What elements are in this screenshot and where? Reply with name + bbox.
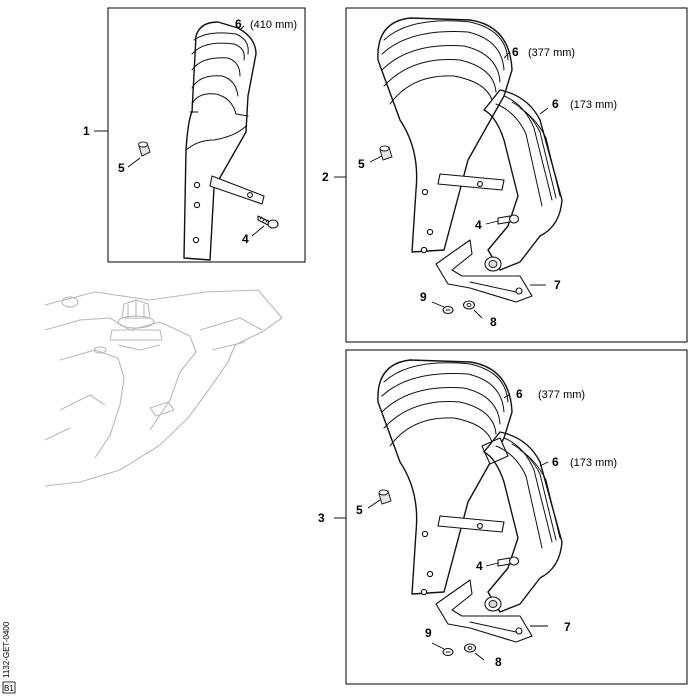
leader-cover [539,461,549,467]
box-2: 2 [322,7,688,343]
handlebar-377 [377,359,513,596]
bracket-part [435,579,533,643]
leader-washer [473,309,483,319]
corner-mark-box [2,681,16,694]
label-screw: 4 [242,232,249,246]
box-3-number: 3 [318,511,325,525]
cover-sleeve [483,431,563,613]
box-1-frame [107,7,306,263]
box-2-number: 2 [322,170,329,184]
label-cover-dimension: (173 mm) [570,99,617,111]
leader-screw [485,562,499,567]
label-cover: 6 [552,455,559,469]
handlebar-377 [377,17,513,254]
label-handle: 6 [235,17,242,31]
chainsaw-housing-sketch [44,289,283,487]
box-3-frame [345,349,688,685]
label-bracket: 7 [554,278,561,292]
bush-part [138,141,151,157]
bush-part [378,489,392,505]
leader-bush [367,499,381,509]
label-cover-dimension: (173 mm) [570,457,617,469]
label-cover: 6 [552,97,559,111]
leader-washer-screw [431,642,445,650]
label-handle: 6 [516,387,523,401]
label-screw: 4 [476,559,483,573]
drawing-code: 1132-GET-0400 [2,621,11,678]
washer-screw-part [442,647,454,657]
box-1: 1 5 4 [83,7,306,263]
label-washer: 8 [490,315,497,329]
leader-screw [251,225,265,237]
label-handle: 6 [512,45,519,59]
leader-handle [239,25,245,31]
label-bush: 5 [358,157,365,171]
cover-sleeve [483,89,563,271]
label-bush: 5 [118,161,125,175]
screw-part [497,556,520,567]
label-washer: 8 [495,655,502,669]
label-screw: 4 [475,218,482,232]
box-2-frame [345,7,688,343]
leader-screw [485,220,499,225]
box-1-number: 1 [83,124,90,138]
leader-washer [474,652,485,661]
leader-bush [127,157,141,168]
leader-handle [503,393,511,399]
label-washer-screw: 9 [425,626,432,640]
washer-part [463,643,477,653]
label-bush: 5 [356,503,363,517]
leader-bush [369,155,383,163]
screw-part [497,214,520,225]
bush-part [379,145,393,161]
screw-part [257,215,279,229]
label-handle-dimension: (410 mm) [250,19,297,31]
leader-washer-screw [431,301,445,308]
washer-part [462,300,476,310]
handlebar-410 [183,21,265,261]
label-handle-dimension: (377 mm) [538,389,585,401]
washer-screw-part [442,305,454,315]
leader-cover [539,107,549,115]
bracket-part [435,239,533,303]
corner-mark: B1 [4,684,14,693]
leader-handle [503,51,511,59]
label-washer-screw: 9 [420,290,427,304]
box-3: 3 [318,349,688,685]
label-bracket: 7 [564,620,571,634]
label-handle-dimension: (377 mm) [528,47,575,59]
